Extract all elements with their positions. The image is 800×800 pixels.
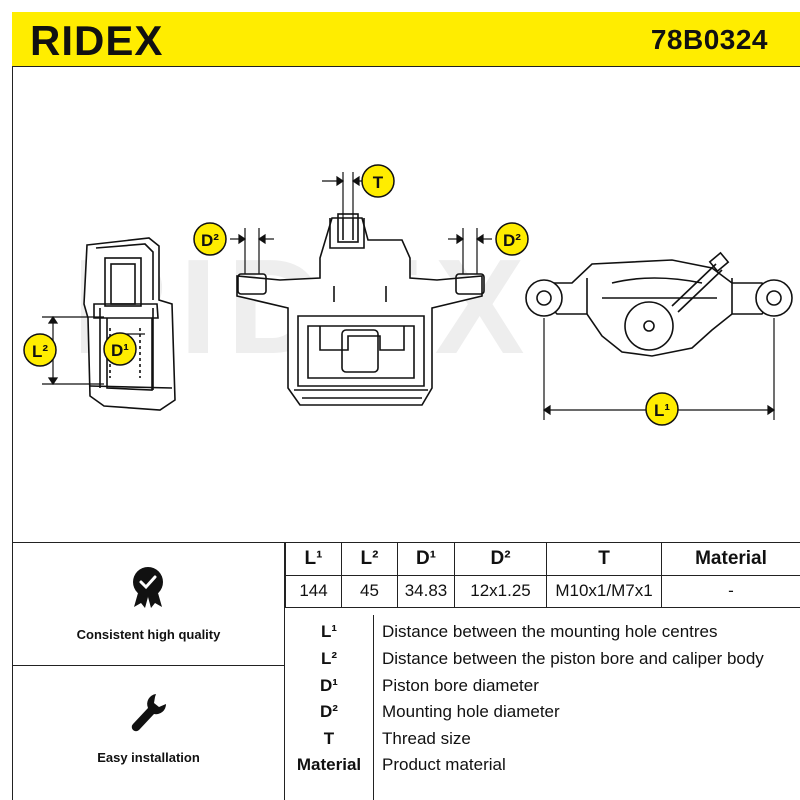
legend-row: D² Mounting hole diameter — [285, 699, 800, 725]
callout-l2-badge — [23, 333, 57, 367]
svg-text:RIDEX: RIDEX — [30, 21, 163, 61]
spec-value: 45 — [341, 574, 398, 608]
legend-desc: Distance between the piston bore and cal… — [382, 649, 764, 668]
callout-l1-badge — [645, 392, 679, 426]
spec-header: L¹ — [285, 543, 342, 576]
callout-d2-right-badge — [495, 222, 529, 256]
legend-key: L¹ — [320, 622, 338, 641]
feature-label: Consistent high quality — [76, 627, 221, 642]
callout-d2-left: D² — [201, 231, 219, 250]
spec-section: Consistent high quality Easy installatio… — [12, 542, 800, 800]
legend: L¹ Distance between the mounting hole ce… — [285, 615, 800, 800]
spec-value: 144 — [285, 574, 342, 608]
dimension-d2-left — [230, 228, 274, 274]
legend-row: T Thread size — [285, 726, 800, 752]
callout-t: T — [373, 173, 384, 192]
callout-d1: D¹ — [111, 341, 129, 360]
technical-drawing: RIDEX L² D¹ — [23, 164, 793, 426]
spec-header-row: L¹ L² D¹ D² T Material — [285, 543, 800, 576]
spec-header: Material — [661, 543, 800, 576]
callout-l1: L¹ — [654, 401, 670, 420]
brand-logo: RIDEX — [30, 21, 163, 61]
legend-desc: Mounting hole diameter — [382, 702, 560, 721]
features-panel: Consistent high quality Easy installatio… — [12, 543, 285, 800]
legend-desc: Piston bore diameter — [382, 676, 539, 695]
spec-header: L² — [341, 543, 398, 576]
spec-value: 12x1.25 — [454, 574, 547, 608]
spec-value: 34.83 — [397, 574, 455, 608]
spec-value-row: 144 45 34.83 12x1.25 M10x1/M7x1 - — [285, 574, 800, 608]
wrench-icon — [131, 694, 167, 732]
legend-key: L² — [320, 649, 338, 668]
legend-divider — [373, 615, 374, 800]
legend-row: L¹ Distance between the mounting hole ce… — [285, 619, 800, 645]
legend-row: D¹ Piston bore diameter — [285, 673, 800, 699]
legend-desc: Thread size — [382, 729, 471, 748]
legend-row: Material Product material — [285, 752, 800, 778]
spec-header: D² — [454, 543, 547, 576]
dimension-d2-right — [448, 228, 492, 274]
spec-header: D¹ — [397, 543, 455, 576]
callout-d1-badge — [103, 332, 137, 366]
spec-header: T — [546, 543, 662, 576]
callout-l2: L² — [32, 342, 48, 361]
part-number: 78B0324 — [650, 24, 768, 55]
caliper-side-section — [83, 237, 176, 411]
caliper-top-view — [525, 251, 793, 357]
legend-desc: Product material — [382, 755, 506, 774]
legend-key: D² — [320, 702, 338, 721]
spec-table: L¹ L² D¹ D² T Material 144 45 34.83 12x1… — [285, 543, 800, 608]
callout-d2-left-badge — [193, 222, 227, 256]
header-bar: RIDEX 78B0324 — [12, 12, 800, 67]
legend-key: T — [323, 729, 335, 748]
legend-key: D¹ — [320, 676, 338, 695]
caliper-front-view — [236, 213, 485, 406]
feature-installation: Easy installation — [12, 666, 285, 789]
feature-label: Easy installation — [97, 750, 200, 765]
spec-value: - — [661, 574, 800, 608]
legend-desc: Distance between the mounting hole centr… — [382, 622, 718, 641]
spec-value: M10x1/M7x1 — [546, 574, 662, 608]
quality-badge-icon — [133, 567, 163, 608]
dimension-l2 — [42, 315, 145, 386]
dimension-t — [322, 172, 372, 218]
callout-t-badge — [361, 164, 395, 198]
legend-key: Material — [296, 755, 362, 774]
legend-row: L² Distance between the piston bore and … — [285, 646, 800, 672]
callout-d2-right: D² — [503, 231, 521, 250]
feature-quality: Consistent high quality — [12, 543, 285, 666]
